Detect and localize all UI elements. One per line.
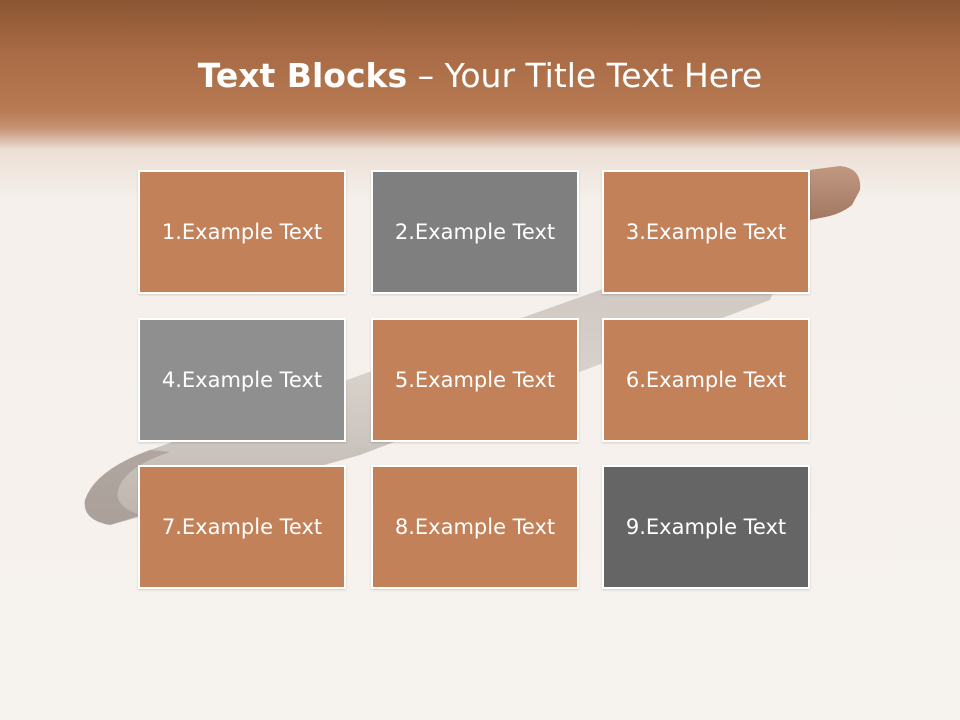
text-block-grid: 1.Example Text 2.Example Text 3.Example … bbox=[138, 170, 814, 593]
text-block-label: 3.Example Text bbox=[625, 220, 787, 244]
text-block-label: 1.Example Text bbox=[161, 220, 323, 244]
text-block-5[interactable]: 5.Example Text bbox=[371, 318, 579, 442]
text-block-8[interactable]: 8.Example Text bbox=[371, 465, 579, 589]
title-bold-part: Text Blocks bbox=[197, 56, 408, 95]
slide-title: Text Blocks – Your Title Text Here bbox=[0, 52, 960, 100]
text-block-6[interactable]: 6.Example Text bbox=[602, 318, 810, 442]
text-block-label: 4.Example Text bbox=[161, 368, 323, 392]
text-block-label: 6.Example Text bbox=[625, 368, 787, 392]
text-block-3[interactable]: 3.Example Text bbox=[602, 170, 810, 294]
text-block-4[interactable]: 4.Example Text bbox=[138, 318, 346, 442]
text-block-label: 7.Example Text bbox=[161, 515, 323, 539]
text-block-label: 8.Example Text bbox=[394, 515, 556, 539]
text-block-label: 2.Example Text bbox=[394, 220, 556, 244]
title-dash: – bbox=[407, 56, 445, 95]
text-block-2[interactable]: 2.Example Text bbox=[371, 170, 579, 294]
text-block-label: 9.Example Text bbox=[625, 515, 787, 539]
text-block-9[interactable]: 9.Example Text bbox=[602, 465, 810, 589]
text-block-label: 5.Example Text bbox=[394, 368, 556, 392]
text-block-1[interactable]: 1.Example Text bbox=[138, 170, 346, 294]
text-block-7[interactable]: 7.Example Text bbox=[138, 465, 346, 589]
title-rest: Your Title Text Here bbox=[444, 56, 763, 95]
